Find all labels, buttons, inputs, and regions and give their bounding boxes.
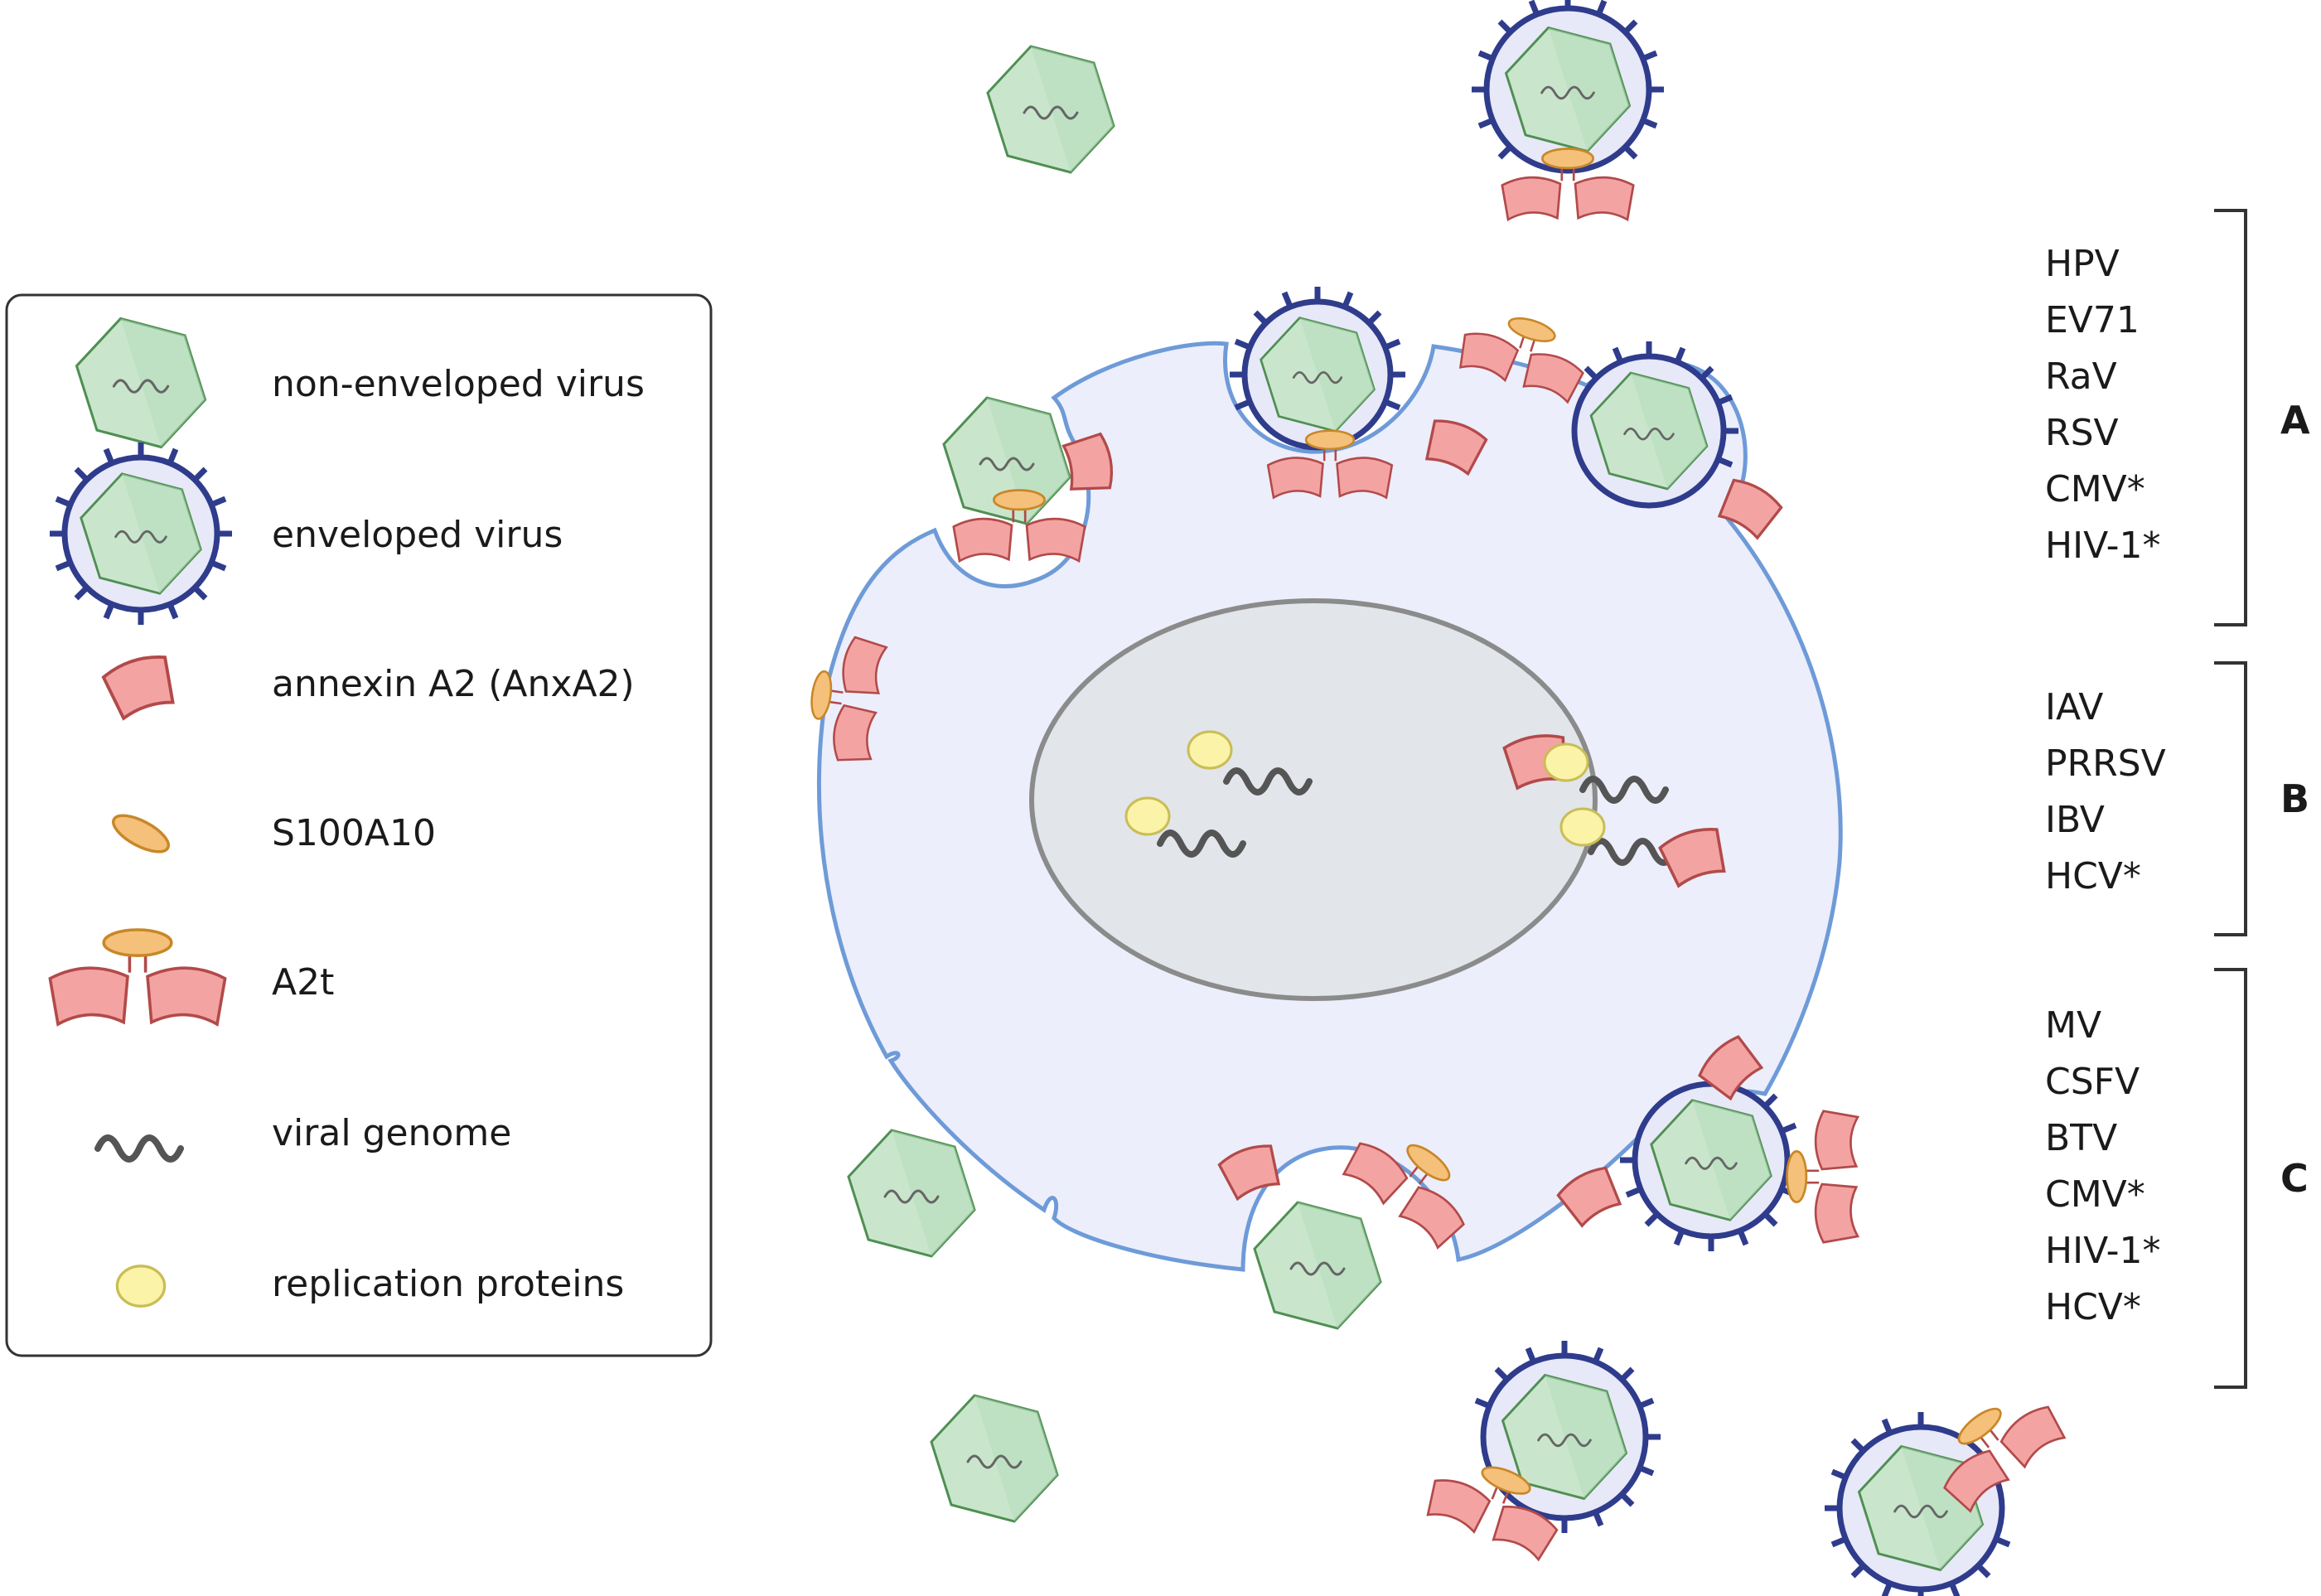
virus-label: CMV* (2045, 1173, 2145, 1216)
legend-label-viral-genome: viral genome (272, 1112, 511, 1154)
group-c: C MV CSFV BTV CMV* HIV-1* HCV* (2045, 968, 2309, 1389)
virus-label: HCV* (2045, 1286, 2141, 1328)
group-letter-a: A (2280, 398, 2310, 443)
virus-label: CMV* (2045, 468, 2145, 510)
virus-label: MV (2045, 1004, 2101, 1047)
virus-label: EV71 (2045, 299, 2140, 341)
virus-label: IAV (2045, 686, 2103, 728)
budding-enveloped-virus-top (1571, 341, 1738, 509)
enveloped-virus-icon (50, 443, 232, 625)
bracket-c (2214, 968, 2247, 1389)
legend-label-s100a10: S100A10 (272, 812, 436, 854)
entry-pocket-enveloped (1230, 287, 1405, 451)
bracket-a (2214, 209, 2247, 626)
virus-label: PRRSV (2045, 742, 2166, 785)
free-non-enveloped-virus (930, 1394, 1059, 1523)
virus-label: CSFV (2045, 1061, 2140, 1103)
free-non-enveloped-virus (847, 1129, 976, 1258)
budding-a2t-right (1786, 1110, 1859, 1244)
group-a: A HPV EV71 RaV RSV CMV* HIV-1* (2045, 209, 2310, 626)
group-b: B IAV PRRSV IBV HCV* (2045, 661, 2309, 936)
bracket-b (2214, 661, 2247, 936)
legend-label-replication-proteins: replication proteins (272, 1263, 624, 1305)
virus-label: RSV (2045, 412, 2119, 454)
virus-label: HIV-1* (2045, 1230, 2160, 1272)
virus-label: HCV* (2045, 855, 2141, 897)
legend-label-a2t: A2t (272, 961, 334, 1004)
legend-label-annexin-a2: annexin A2 (AnxA2) (272, 663, 635, 705)
virus-label: RaV (2045, 355, 2117, 398)
free-enveloped-virus (1474, 1341, 1661, 1533)
virus-label: HPV (2045, 243, 2120, 285)
free-enveloped-virus (1472, 0, 1664, 174)
legend-label-non-enveloped-virus: non-enveloped virus (272, 363, 645, 405)
legend-box: non-enveloped virus enveloped virus anne… (5, 293, 713, 1357)
virus-label: BTV (2045, 1117, 2117, 1159)
group-letter-b: B (2280, 776, 2309, 821)
replication-proteins-icon (115, 1265, 167, 1308)
host-cell (816, 341, 1843, 1272)
free-non-enveloped-virus (986, 45, 1115, 174)
group-letter-c: C (2280, 1156, 2309, 1201)
virus-label: IBV (2045, 799, 2105, 841)
virus-label: HIV-1* (2045, 525, 2160, 567)
nucleus (1029, 598, 1598, 1001)
legend-label-enveloped-virus: enveloped virus (272, 514, 563, 556)
